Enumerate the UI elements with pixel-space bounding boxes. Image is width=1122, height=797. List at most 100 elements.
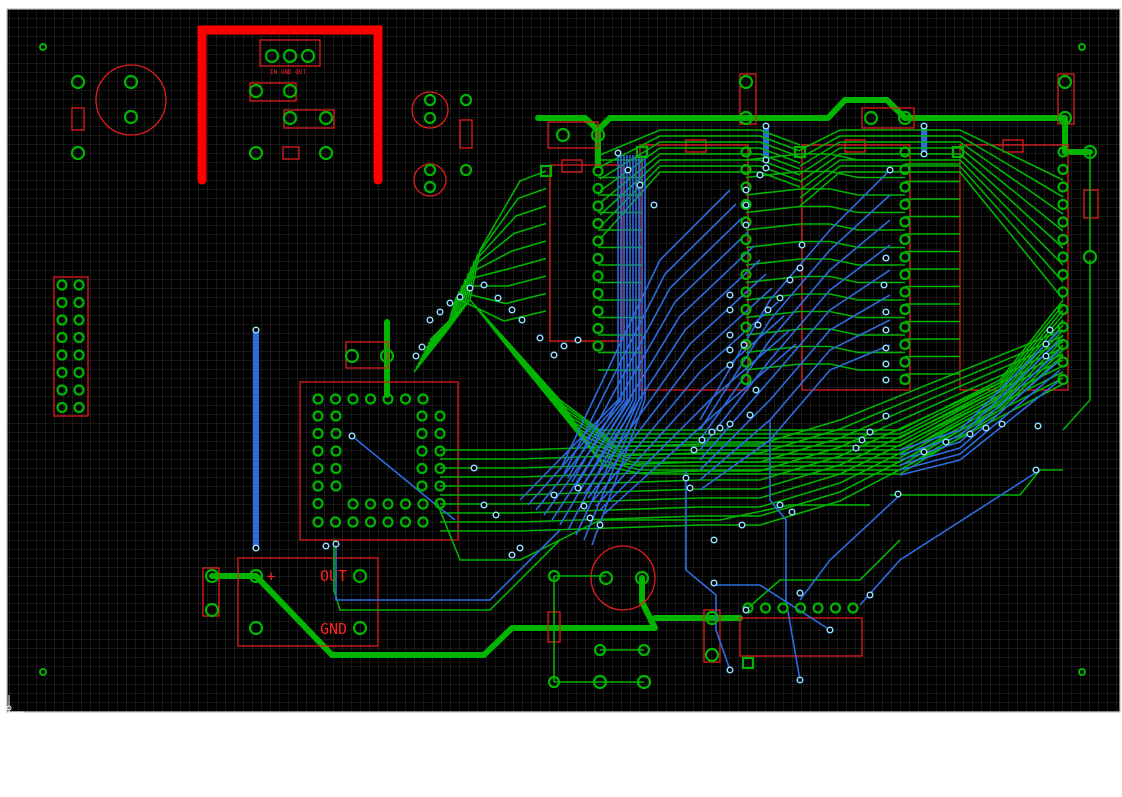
trace-bottom[interactable] [527,155,622,506]
via[interactable] [742,186,750,194]
trace-bottom[interactable] [535,155,625,511]
trace-top[interactable] [799,129,1064,181]
trace-bottom[interactable] [699,194,891,431]
regulator-pad[interactable] [282,48,298,64]
small-chip-pad[interactable] [777,602,789,614]
plcc-pad[interactable] [416,410,428,422]
dip-pad[interactable] [635,145,649,159]
signal-traces-bottom[interactable] [335,155,1061,681]
dip-pad[interactable] [899,286,911,298]
via[interactable] [764,306,772,314]
via[interactable] [708,428,716,436]
via[interactable] [752,386,760,394]
capacitor-pad[interactable] [598,570,614,586]
via[interactable] [412,352,420,360]
plcc-pad[interactable] [434,462,446,475]
via[interactable] [726,420,734,428]
pad[interactable] [636,674,652,690]
small-chip-pad[interactable] [759,602,772,614]
plcc-pad[interactable] [399,498,412,510]
plcc-pad[interactable] [434,427,446,440]
via[interactable] [886,166,894,174]
plcc-pad[interactable] [312,497,324,510]
plcc-pad[interactable] [434,445,446,457]
capacitor-pad[interactable] [123,74,139,90]
thick-traces-top[interactable] [209,97,1093,658]
pad[interactable] [593,643,607,657]
plcc-pad[interactable] [347,393,359,405]
plcc-pad[interactable] [417,498,429,510]
via[interactable] [920,150,928,158]
plcc-pad[interactable] [364,393,377,405]
via[interactable] [882,308,890,316]
trace-top[interactable] [799,147,1064,232]
header-pad[interactable] [56,314,68,326]
plcc-pad[interactable] [399,393,412,405]
via[interactable] [726,361,734,369]
via[interactable] [742,201,750,209]
via[interactable] [494,294,502,302]
pad[interactable] [704,610,720,626]
header-pad[interactable] [56,349,68,361]
pad[interactable] [897,110,913,126]
pad[interactable] [423,163,437,177]
header-pad[interactable] [73,384,85,396]
small-chip-pad[interactable] [741,656,755,670]
plcc-pad[interactable] [347,516,359,528]
header-pad[interactable] [73,331,85,344]
via[interactable] [882,254,890,262]
dip-pad[interactable] [1057,286,1069,298]
via[interactable] [726,306,734,314]
pad[interactable] [555,127,571,143]
plcc-pad[interactable] [347,498,359,510]
trace-bottom[interactable] [699,344,891,491]
header-pad[interactable] [56,279,68,291]
pad[interactable] [1057,110,1073,126]
trace-top[interactable] [413,296,547,373]
plcc-pad[interactable] [330,410,342,422]
trace-bottom[interactable] [899,349,1061,461]
power-trace-red[interactable] [197,25,383,185]
dip-pad[interactable] [740,356,752,368]
dip-pad[interactable] [740,373,752,386]
via[interactable] [560,342,568,350]
pad[interactable] [738,110,754,126]
trace-top[interactable] [599,135,801,168]
dip-pad[interactable] [740,146,752,158]
plcc-pad[interactable] [382,393,394,405]
plcc-pad[interactable] [417,393,429,405]
dip-pad[interactable] [899,303,911,316]
pad[interactable] [459,93,473,107]
via[interactable] [738,521,746,529]
pad[interactable] [379,348,395,364]
plcc-pad[interactable] [382,516,394,528]
plcc-pad[interactable] [364,498,377,510]
header-pad[interactable] [73,296,85,309]
trace-top[interactable] [440,377,1064,523]
pad[interactable] [423,111,437,125]
trace-top[interactable] [1062,260,1091,431]
via[interactable] [480,501,488,509]
via[interactable] [894,490,902,498]
pad[interactable] [1082,144,1098,160]
via[interactable] [776,294,784,302]
plcc-pad[interactable] [329,516,342,528]
via[interactable] [920,448,928,456]
regulator-pad[interactable] [300,48,316,64]
component-pads[interactable] [56,48,1098,690]
plcc-pad[interactable] [312,462,324,475]
via[interactable] [942,438,950,446]
plcc-pad[interactable] [312,480,324,492]
chip1-pad[interactable] [592,340,604,352]
via[interactable] [550,491,558,499]
pad[interactable] [423,180,437,194]
trace-bottom[interactable] [685,470,731,671]
via[interactable] [456,293,464,301]
via[interactable] [492,511,500,519]
trace-top[interactable] [435,499,870,561]
via[interactable] [826,626,834,634]
trace-top[interactable] [745,188,905,196]
via[interactable] [754,321,762,329]
via[interactable] [882,344,890,352]
dip-pad[interactable] [740,286,752,298]
